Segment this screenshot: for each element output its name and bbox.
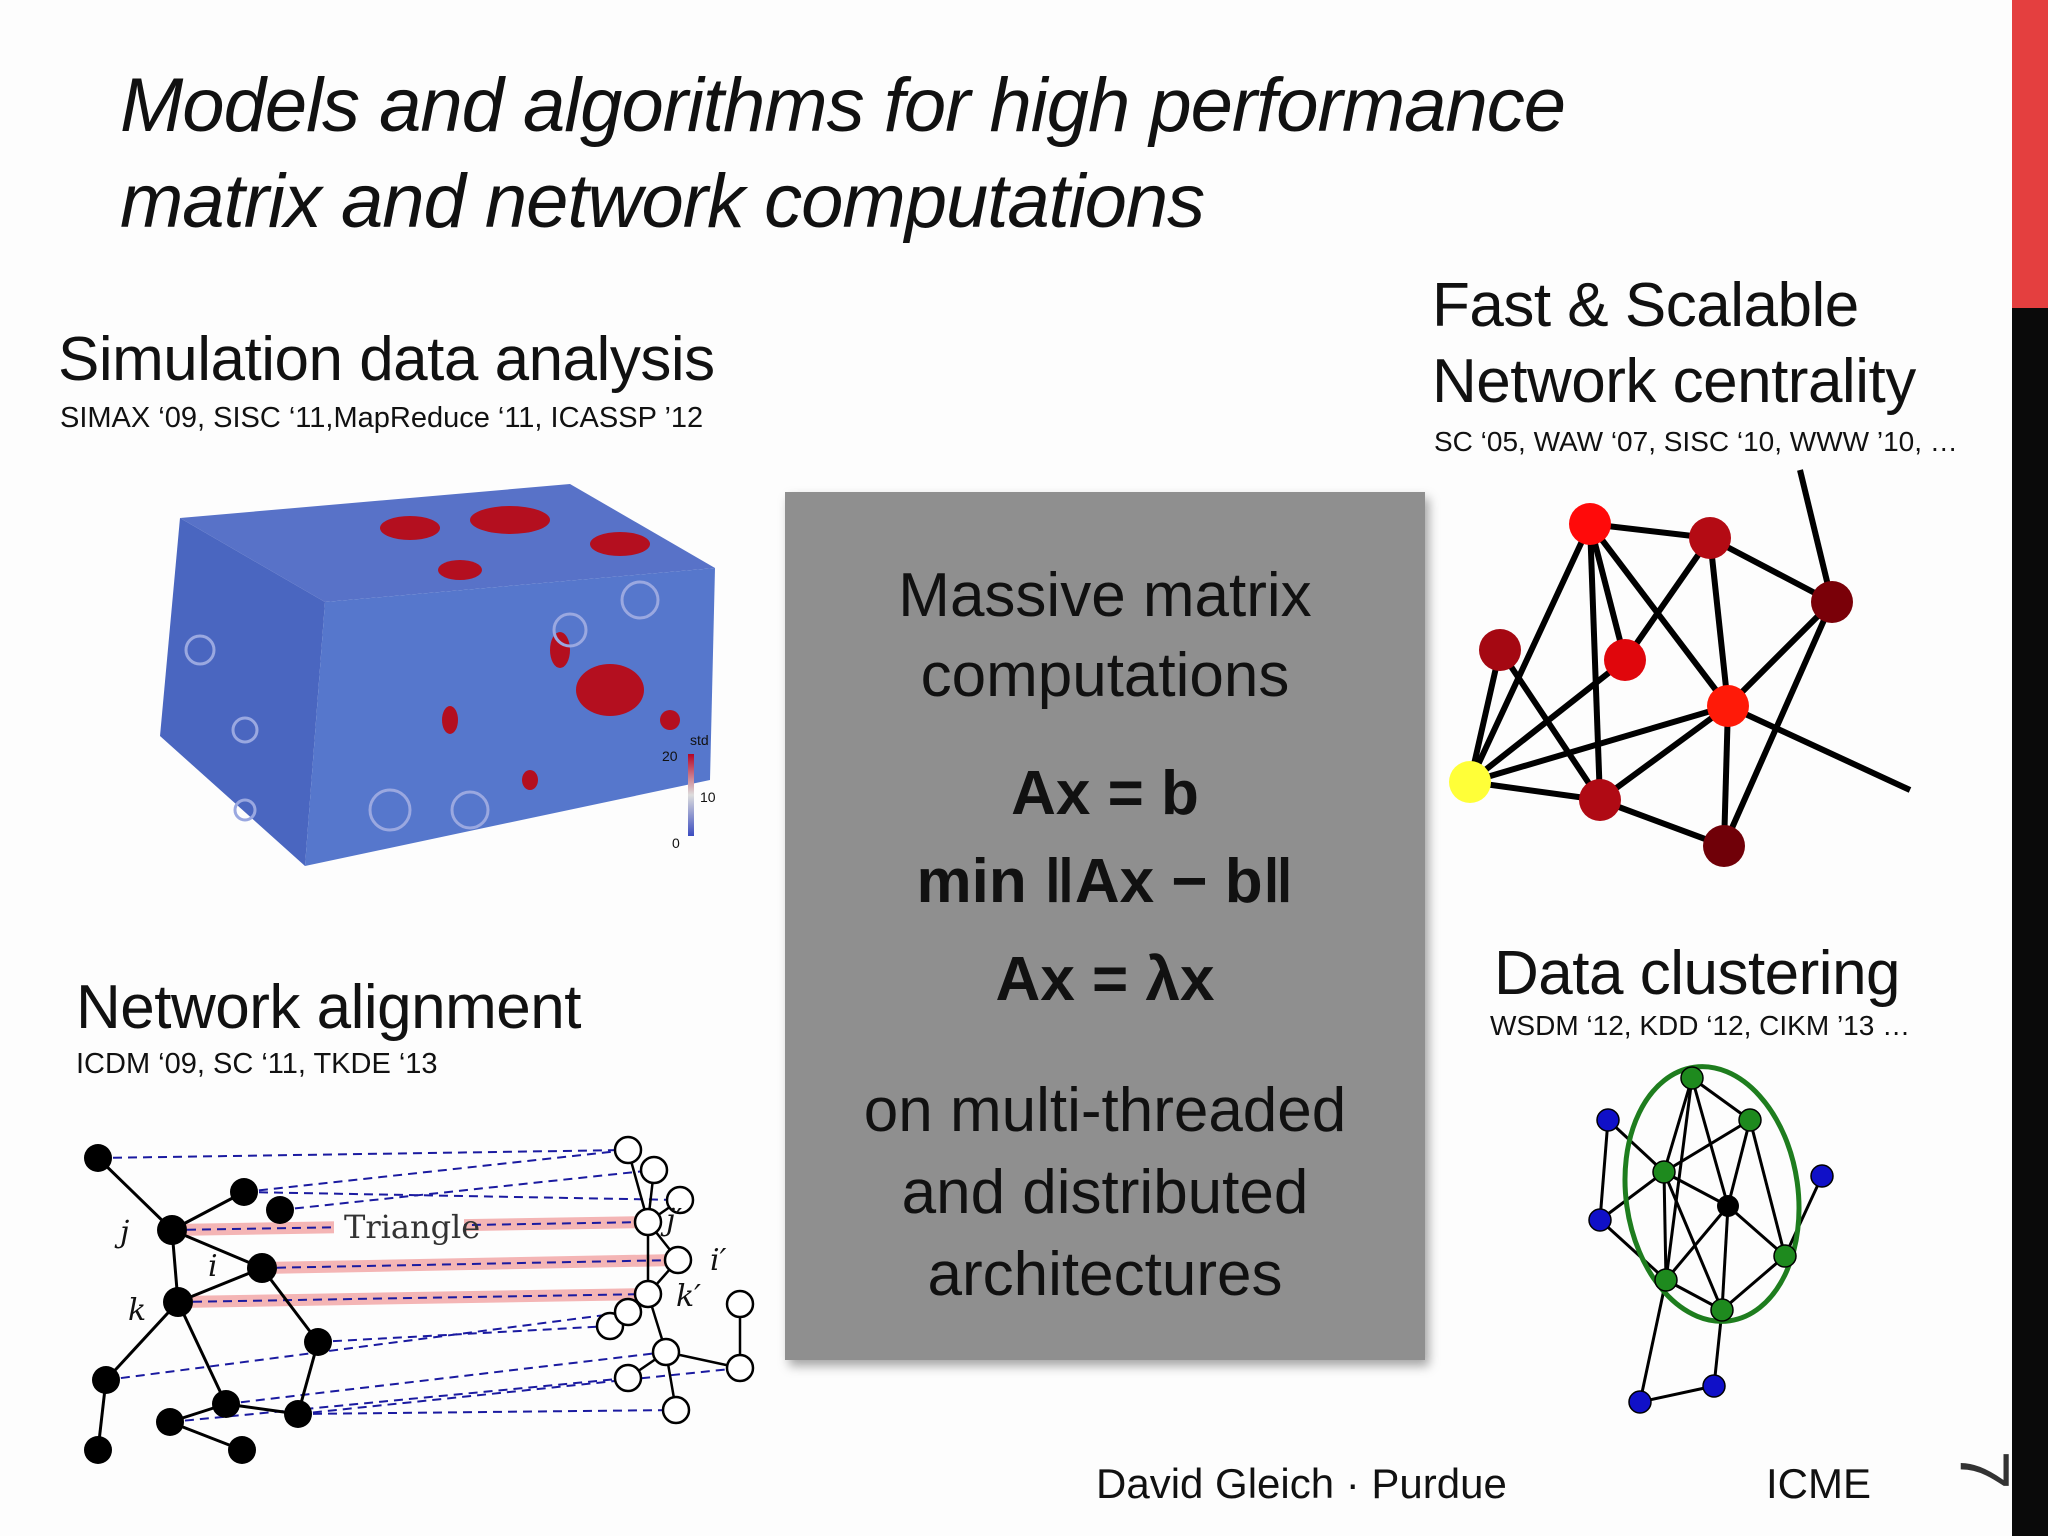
colorbar-tick-0: 0 [672, 835, 680, 851]
centrality-nodes [1449, 503, 1853, 867]
matrix-computations-box: Massive matrix computations Ax = b min ‖… [785, 492, 1425, 1360]
triangle-label: Triangle [344, 1208, 480, 1246]
node-label-i: i [208, 1249, 218, 1284]
centrality-heading-line-2: Network centrality [1432, 347, 1916, 416]
centrality-heading-line-1: Fast & Scalable [1432, 271, 1859, 340]
cube-top-face [180, 484, 715, 602]
clustering-graph [1588, 1064, 1834, 1414]
equation-eigenvalue: Ax = λx [995, 945, 1215, 1014]
colorbar-label: std [690, 732, 709, 748]
box-line-2: computations [920, 641, 1290, 710]
equation-least-squares: min ‖Ax − b‖ [916, 847, 1294, 916]
accent-stripe-red [2012, 0, 2048, 308]
cluster-blue-nodes [1588, 1108, 1834, 1414]
box-line-5: architectures [927, 1240, 1283, 1309]
cluster-boundary [1622, 1064, 1802, 1324]
alignment-heading: Network alignment [76, 973, 581, 1042]
footer-author: David Gleich · Purdue [1096, 1460, 1507, 1507]
centrality-edges [1467, 469, 1912, 849]
node-label-j-prime: j′ [660, 1203, 682, 1238]
colorbar-tick-20: 20 [662, 748, 678, 764]
simulation-cube-figure: std 20 10 0 [160, 484, 716, 866]
simulation-hotspots [380, 506, 680, 790]
colorbar-tick-10: 10 [700, 789, 716, 805]
node-label-j: j [114, 1215, 129, 1250]
title-line-2: matrix and network computations [120, 159, 1205, 244]
equation-linear-system: Ax = b [1011, 759, 1199, 828]
simulation-citations: SIMAX ‘09, SISC ‘11,MapReduce ‘11, ICASS… [60, 402, 704, 434]
node-label-k-prime: k′ [676, 1279, 701, 1314]
cube-left-face [160, 518, 325, 866]
centrality-heading: Fast & Scalable Network centrality [1432, 268, 1916, 420]
left-graph-nodes [84, 1144, 332, 1464]
accent-stripe-black [2012, 308, 2048, 1536]
colorbar [688, 754, 694, 836]
footer-organization: ICME [1766, 1460, 1871, 1507]
slide-title: Models and algorithms for high performan… [120, 58, 1566, 250]
box-line-4: and distributed [901, 1158, 1309, 1227]
node-label-k: k [128, 1293, 146, 1328]
box-heading: Massive matrix computations [785, 556, 1425, 716]
cluster-center-node [1717, 1195, 1739, 1217]
node-label-i-prime: i′ [710, 1243, 727, 1278]
cube-front-face [305, 568, 715, 866]
page-number: 7 [1946, 1450, 2024, 1490]
alignment-citations: ICDM ‘09, SC ‘11, TKDE ‘13 [76, 1048, 438, 1080]
right-graph-nodes [595, 1135, 755, 1425]
clustering-citations: WSDM ‘12, KDD ‘12, CIKM ’13 … [1490, 1010, 1911, 1041]
centrality-citations: SC ‘05, WAW ‘07, SISC ‘10, WWW ’10, … [1434, 426, 1958, 457]
clustering-heading: Data clustering [1494, 939, 1901, 1008]
box-line-3: on multi-threaded [863, 1076, 1347, 1145]
simulation-ripples [184, 580, 660, 832]
cluster-green-nodes [1652, 1066, 1797, 1322]
simulation-heading: Simulation data analysis [58, 325, 715, 394]
box-architectures: on multi-threaded and distributed archit… [785, 1070, 1425, 1316]
centrality-network-graph [1449, 469, 1912, 867]
network-alignment-diagram: Triangle j i k j′ i′ k′ [84, 1135, 755, 1464]
box-line-1: Massive matrix [898, 561, 1312, 630]
title-line-1: Models and algorithms for high performan… [120, 63, 1566, 148]
triangle-label-bg [334, 1210, 464, 1244]
alignment-dashed-lines [97, 1149, 741, 1423]
